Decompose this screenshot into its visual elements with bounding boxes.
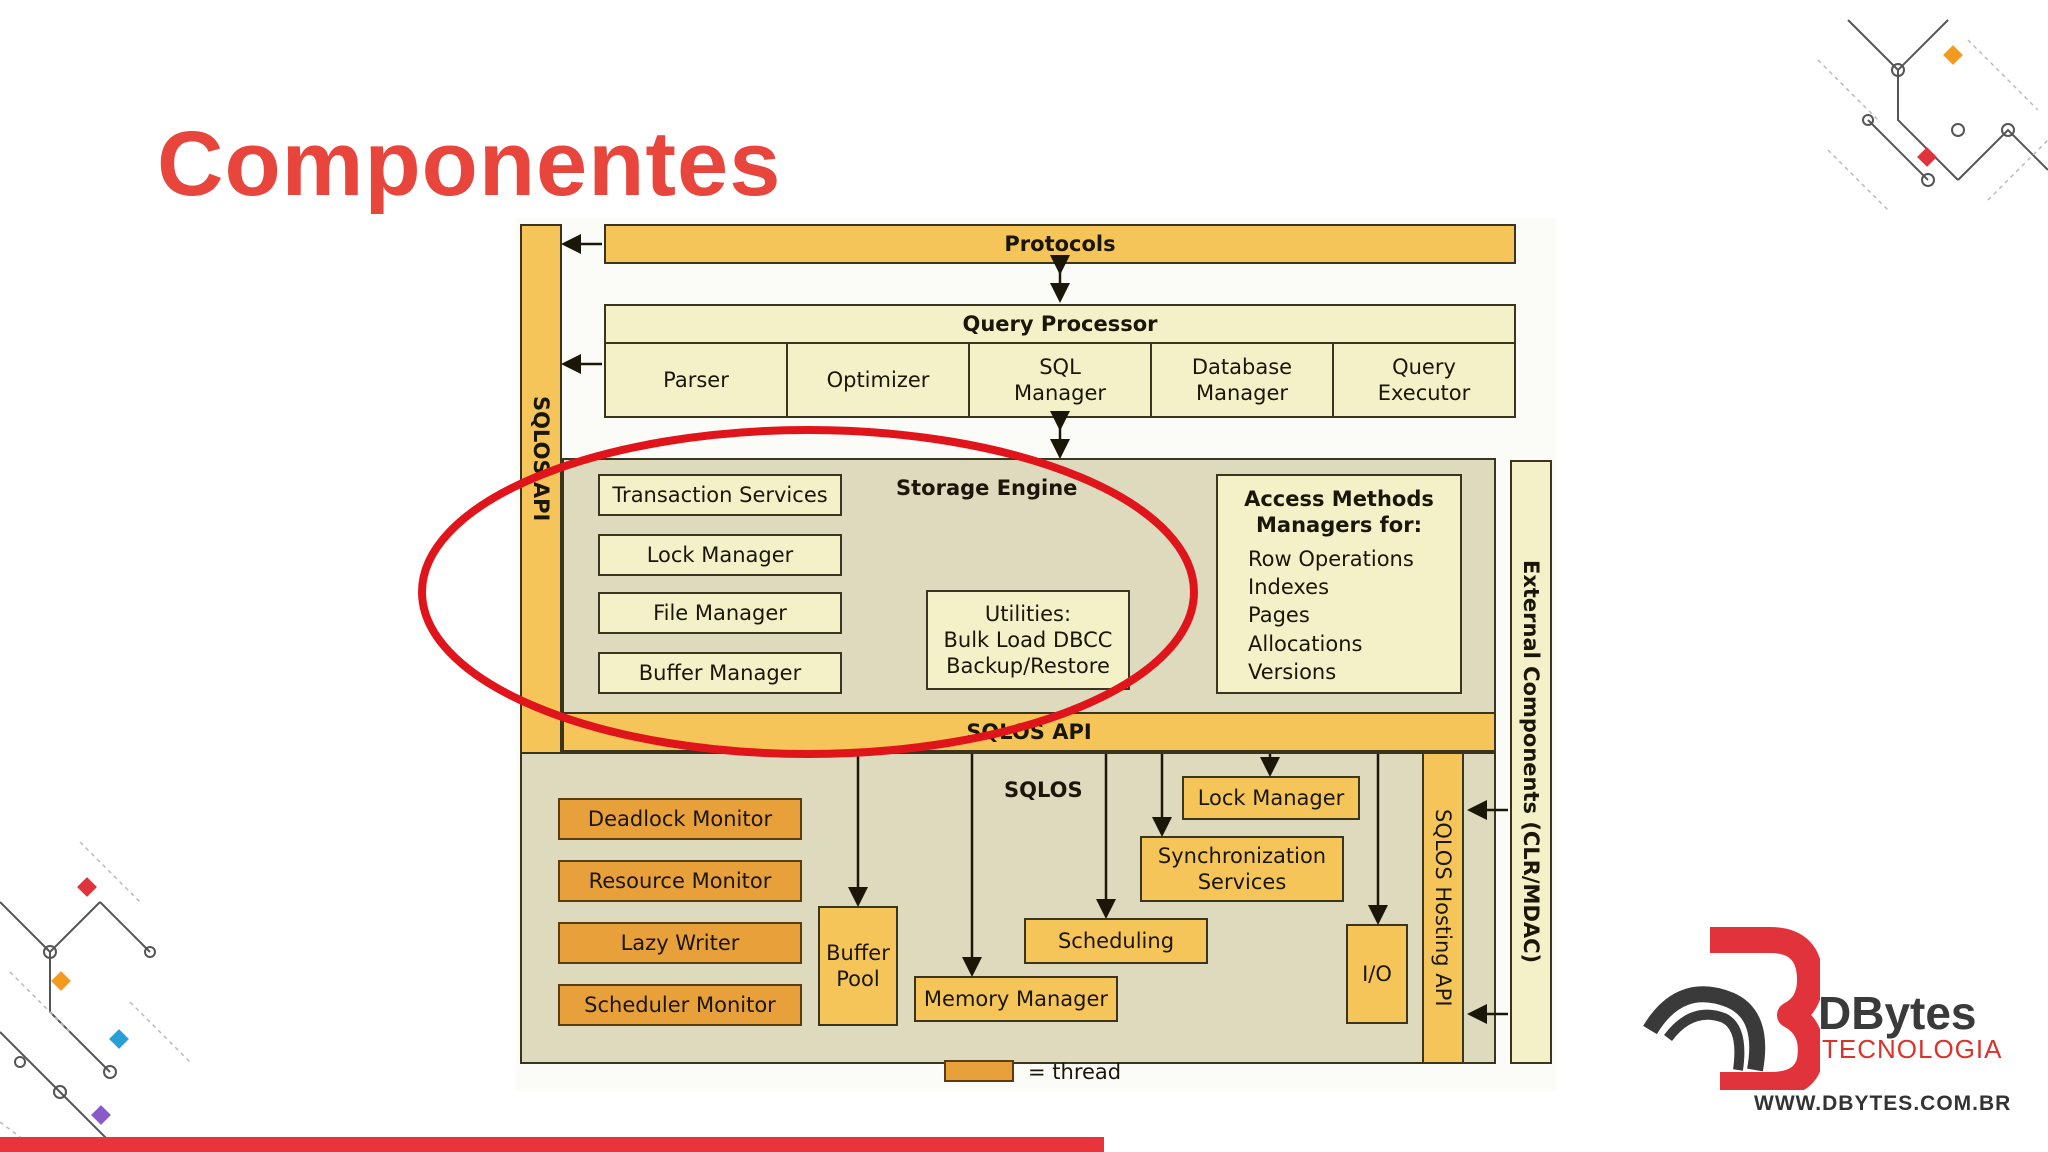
se-transaction-services: Transaction Services — [598, 474, 842, 516]
external-components: External Components (CLR/MDAC) — [1510, 460, 1552, 1064]
qp-sql-manager: SQL Manager — [968, 342, 1152, 418]
logo-name: DBytes — [1818, 987, 1977, 1039]
sqlos-hosting-api: SQLOS Hosting API — [1422, 752, 1464, 1064]
se-utilities: Utilities: Bulk Load DBCC Backup/Restore — [926, 590, 1130, 690]
access-methods-items: Row Operations Indexes Pages Allocations… — [1248, 546, 1414, 684]
legend-thread-label: = thread — [1028, 1060, 1122, 1084]
qp-database-manager: Database Manager — [1150, 342, 1334, 418]
logo-url: WWW.DBYTES.COM.BR — [1754, 1092, 2012, 1115]
buffer-pool: Buffer Pool — [818, 906, 898, 1026]
sqlos-api-bar: SQLOS API — [562, 712, 1496, 752]
se-access-methods: Access Methods Managers for: Row Operati… — [1216, 474, 1462, 694]
dbytes-logo: DBytes TECNOLOGIA WWW.DBYTES.COM.BR — [1640, 920, 2040, 1120]
sqlos-api-vertical: SQLOS API — [520, 224, 562, 754]
resource-monitor: Resource Monitor — [558, 860, 802, 902]
query-processor-title: Query Processor — [604, 304, 1516, 344]
network-decoration-top-right — [1817, 19, 2048, 211]
deadlock-monitor: Deadlock Monitor — [558, 798, 802, 840]
sql-server-architecture-diagram: SQLOS API Protocols Query Processor Pars… — [516, 218, 1556, 1091]
legend-thread-swatch — [944, 1060, 1014, 1082]
qp-parser: Parser — [604, 342, 788, 418]
footer-bar — [0, 1137, 1104, 1152]
se-file-manager: File Manager — [598, 592, 842, 634]
sqlos-lock-manager: Lock Manager — [1182, 776, 1360, 820]
storage-engine-title: Storage Engine — [896, 476, 1078, 500]
io-box: I/O — [1346, 924, 1408, 1024]
network-decoration-bottom-left — [0, 841, 191, 1152]
protocols-bar: Protocols — [604, 224, 1516, 264]
logo-subtitle: TECNOLOGIA — [1822, 1034, 2003, 1064]
qp-query-executor: Query Executor — [1332, 342, 1516, 418]
memory-manager: Memory Manager — [914, 976, 1118, 1022]
qp-optimizer: Optimizer — [786, 342, 970, 418]
sqlos-title: SQLOS — [1004, 778, 1083, 802]
external-components-label: External Components (CLR/MDAC) — [1519, 560, 1544, 964]
se-buffer-manager: Buffer Manager — [598, 652, 842, 694]
se-lock-manager: Lock Manager — [598, 534, 842, 576]
scheduling: Scheduling — [1024, 918, 1208, 964]
scheduler-monitor: Scheduler Monitor — [558, 984, 802, 1026]
sqlos-hosting-api-label: SQLOS Hosting API — [1431, 809, 1456, 1007]
access-methods-title: Access Methods Managers for: — [1244, 487, 1434, 538]
slide-title: Componentes — [157, 113, 782, 215]
sqlos-api-vertical-label: SQLOS API — [529, 396, 554, 522]
lazy-writer: Lazy Writer — [558, 922, 802, 964]
synchronization-services: Synchronization Services — [1140, 836, 1344, 902]
dbytes-logo-mark — [1643, 927, 1820, 1090]
